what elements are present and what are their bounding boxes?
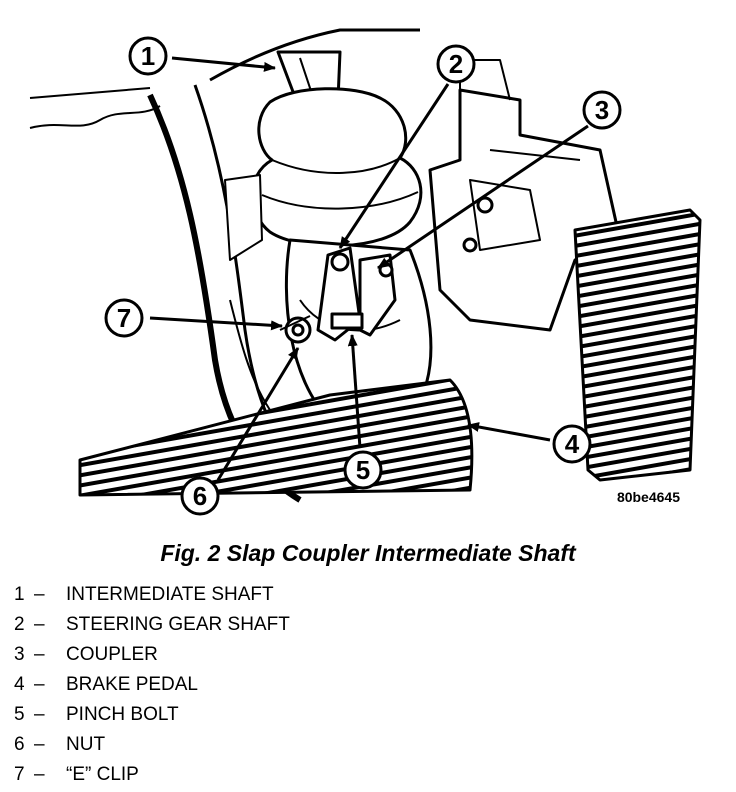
legend-label: INTERMEDIATE SHAFT [66,584,274,605]
legend-dash: – [34,764,45,785]
legend-number: 3 [14,644,25,665]
legend-dash: – [34,584,45,605]
legend-list: 1–INTERMEDIATE SHAFT 2–STEERING GEAR SHA… [14,580,290,790]
callout-5: 5 [343,450,383,490]
legend-item: 6–NUT [14,730,290,760]
legend-item: 7–“E” CLIP [14,760,290,790]
legend-item: 1–INTERMEDIATE SHAFT [14,580,290,610]
figure-caption: Fig. 2 Slap Coupler Intermediate Shaft [160,540,576,566]
callout-5-number: 5 [356,455,370,485]
legend-label: PINCH BOLT [66,704,179,725]
callouts: 1 2 3 4 5 6 7 [104,36,622,516]
legend-number: 6 [14,734,25,755]
legend-item: 5–PINCH BOLT [14,700,290,730]
legend-number: 2 [14,614,25,635]
legend-label: NUT [66,734,106,755]
legend-item: 3–COUPLER [14,640,290,670]
legend-label: BRAKE PEDAL [66,674,198,695]
callout-4-number: 4 [565,429,580,459]
legend-label: “E” CLIP [66,764,139,785]
legend-dash: – [34,644,45,665]
callout-4: 4 [552,424,592,464]
legend-dash: – [34,704,45,725]
slap-coupler-illustration: 1 2 3 4 5 6 7 80be4645 [29,28,702,516]
leader-lines [149,56,589,481]
callout-1: 1 [128,36,168,76]
legend-number: 7 [14,764,25,785]
legend-number: 5 [14,704,25,725]
legend-item: 2–STEERING GEAR SHAFT [14,610,290,640]
mechanical-drawing [29,28,702,503]
figure-code: 80be4645 [617,489,680,505]
callout-6-number: 6 [193,481,207,511]
callout-7-number: 7 [117,303,131,333]
legend-dash: – [34,734,45,755]
legend-dash: – [34,674,45,695]
legend-number: 1 [14,584,25,605]
legend-dash: – [34,614,45,635]
legend-item: 4–BRAKE PEDAL [14,670,290,700]
callout-2: 2 [436,44,476,84]
callout-2-number: 2 [449,49,463,79]
callout-1-number: 1 [141,41,155,71]
callout-7: 7 [104,298,144,338]
callout-6: 6 [180,476,220,516]
legend-number: 4 [14,674,25,695]
legend-label: STEERING GEAR SHAFT [66,614,290,635]
legend-label: COUPLER [66,644,158,665]
callout-3: 3 [582,90,622,130]
callout-3-number: 3 [595,95,609,125]
